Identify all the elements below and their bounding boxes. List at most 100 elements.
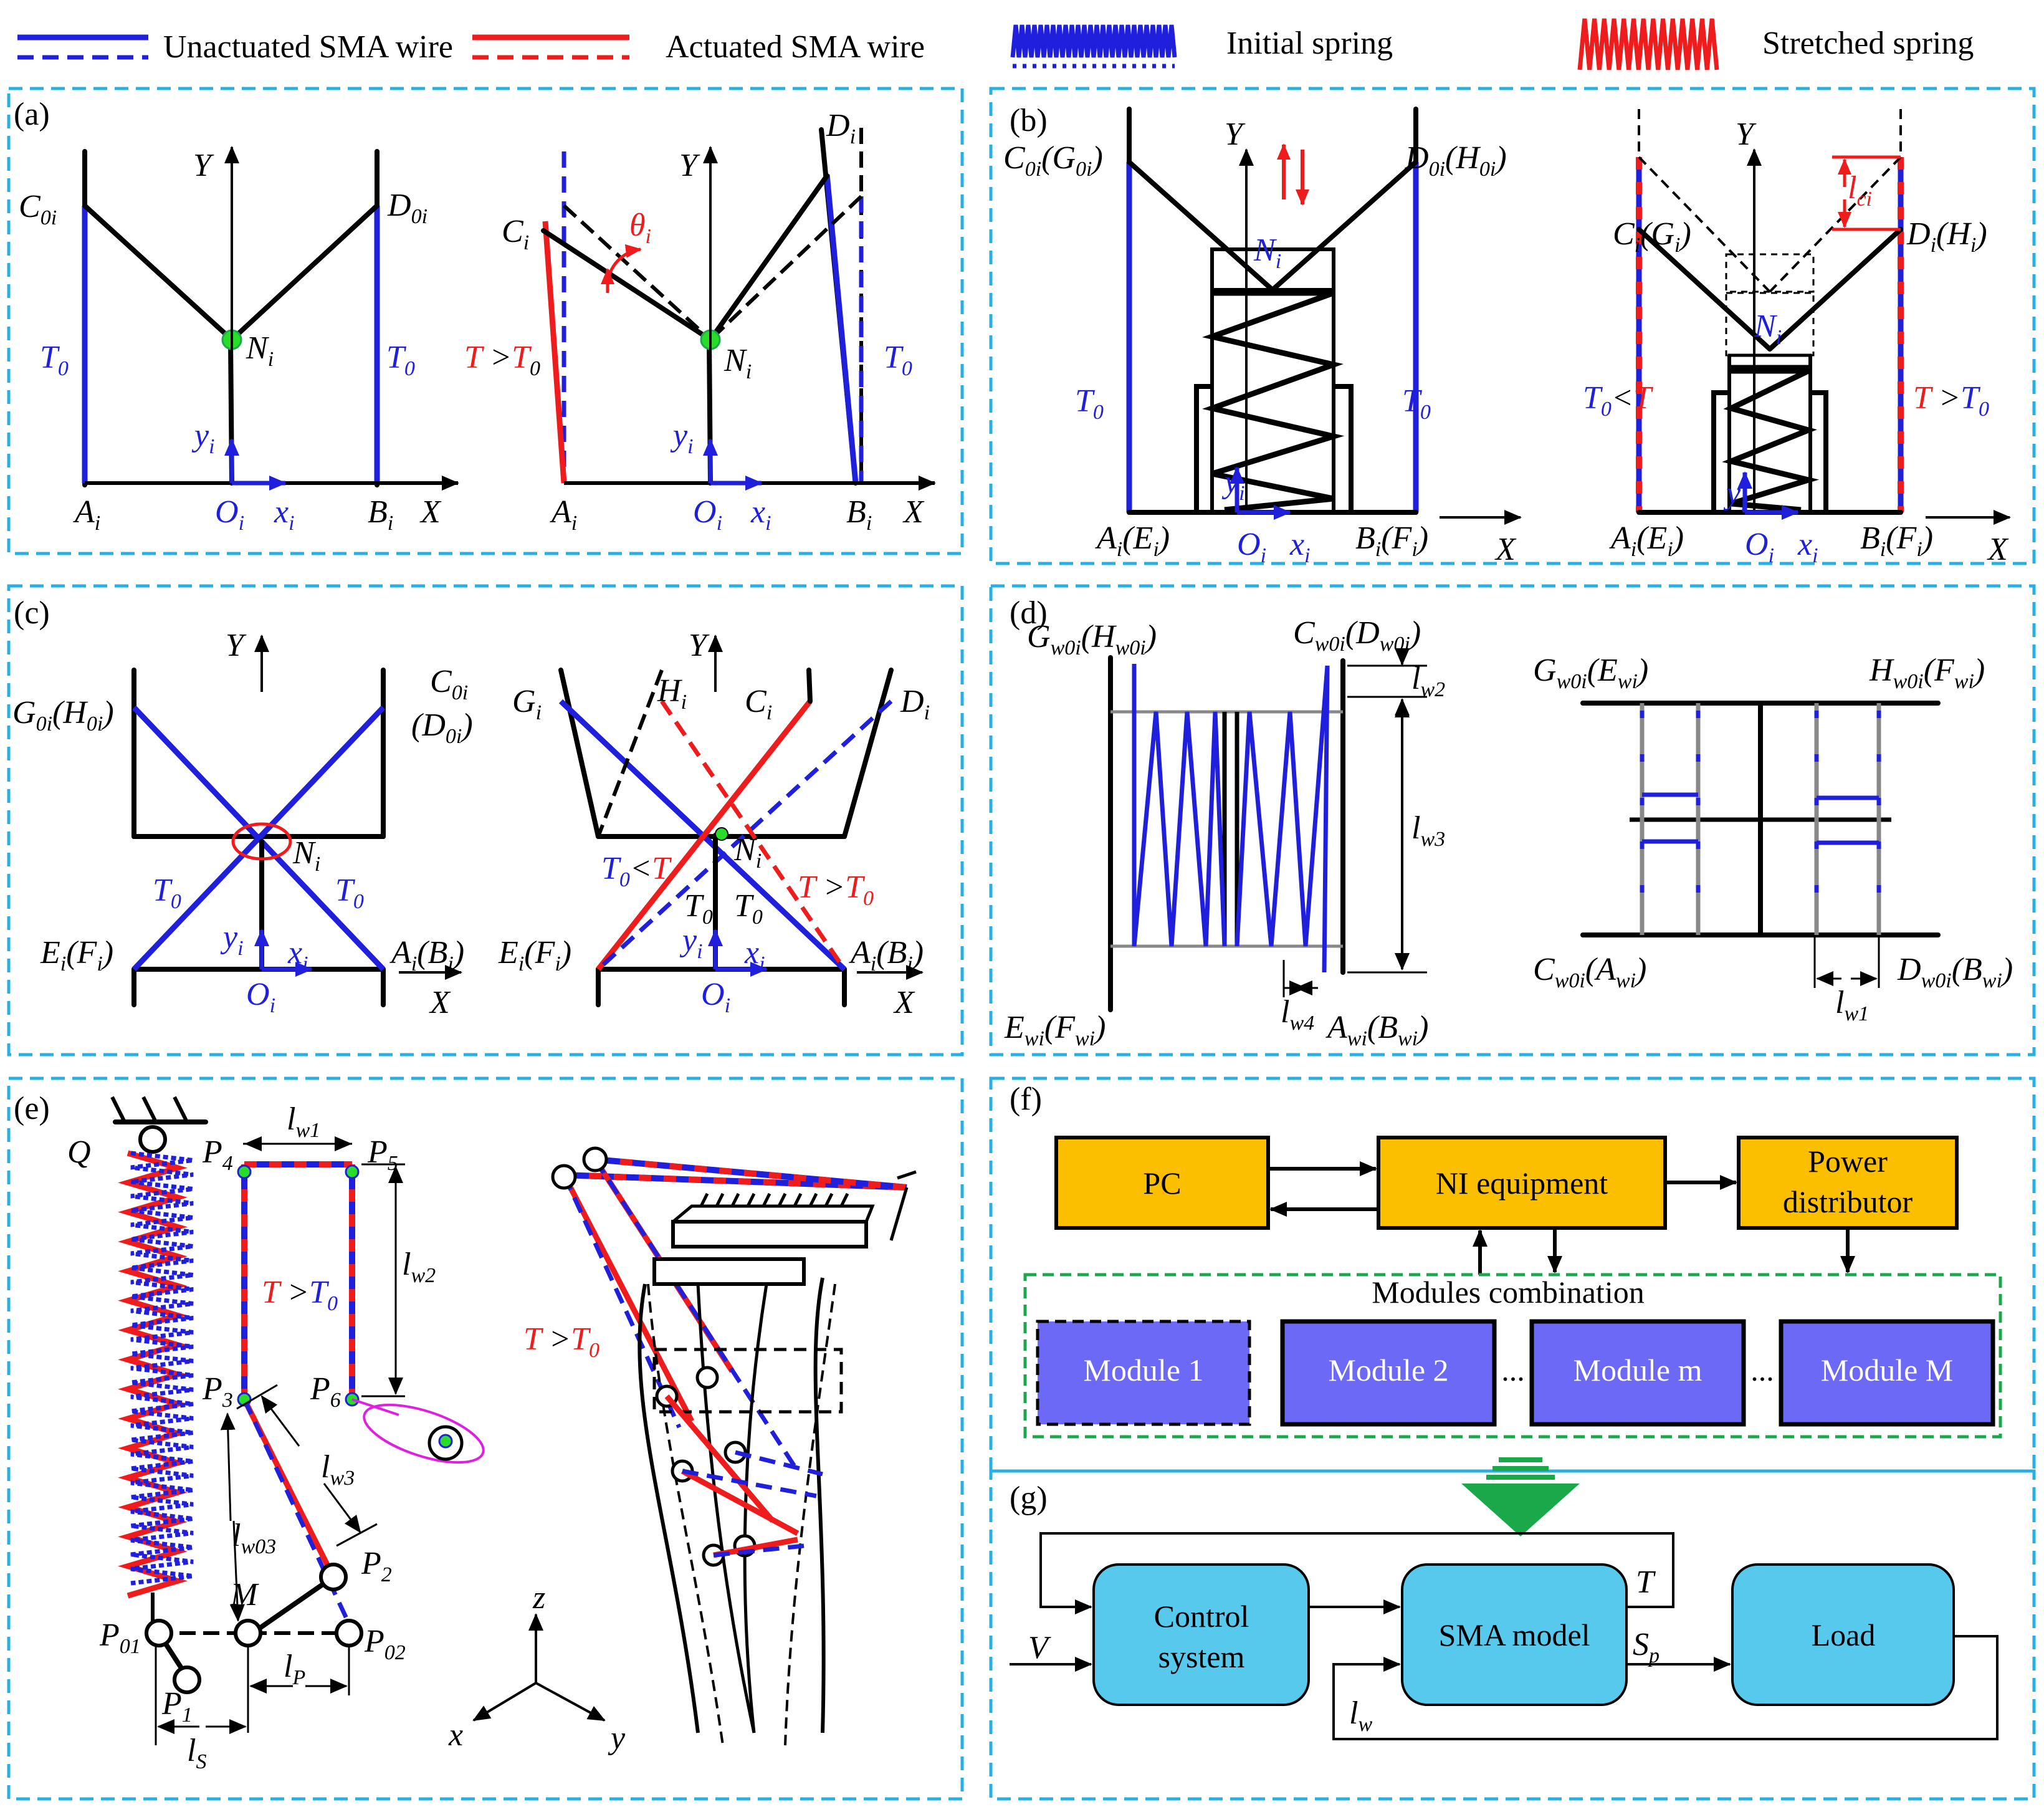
panel-c-label: (c) [14, 595, 50, 631]
svg-text:Ai: Ai [550, 494, 577, 535]
svg-text:P02: P02 [364, 1624, 406, 1664]
module-1-label: Module 1 [1083, 1353, 1203, 1388]
panel-g-control-loop: Control system SMA model Load V T Sp lw [1010, 1532, 1999, 1740]
svg-text:Q: Q [67, 1134, 91, 1170]
panel-b-frame [989, 87, 2036, 565]
svg-text:lw2: lw2 [402, 1247, 436, 1287]
panel-b-label: (b) [1010, 103, 1048, 138]
svg-text:Oi: Oi [701, 977, 730, 1017]
pc-box [1054, 1136, 1270, 1230]
svg-text:X: X [419, 494, 442, 530]
svg-text:xi: xi [744, 935, 765, 975]
svg-text:Y: Y [689, 628, 710, 663]
svg-text:Di(Hi): Di(Hi) [1906, 216, 1987, 257]
panel-f-flowchart: PC NI equipment Power distributor Module… [1023, 1136, 2002, 1439]
panel-d-label: (d) [1010, 595, 1048, 631]
panel-g-label: (g) [1010, 1480, 1048, 1516]
svg-text:Ci(Gi): Ci(Gi) [1613, 216, 1691, 257]
svg-text:lw2: lw2 [1411, 661, 1445, 701]
svg-text:D0i(H0i): D0i(H0i) [1405, 140, 1507, 181]
sma-model-label: SMA model [1438, 1618, 1590, 1652]
svg-text:yi: yi [670, 418, 694, 458]
feedback-t-label: T [1636, 1565, 1656, 1600]
svg-text:T >T0: T >T0 [798, 870, 874, 910]
svg-text:Cw0i(Dw0i): Cw0i(Dw0i) [1293, 615, 1421, 656]
svg-text:X: X [902, 494, 925, 530]
svg-text:lw4: lw4 [1281, 994, 1314, 1035]
panel-f-label: (f) [1010, 1081, 1042, 1117]
modules-combination-frame [1023, 1273, 2002, 1439]
module-M-box [1779, 1319, 1995, 1427]
svg-text:lP: lP [284, 1649, 305, 1689]
svg-text:Ai(Ei): Ai(Ei) [1095, 520, 1170, 561]
svg-text:Cw0i(Awi): Cw0i(Awi) [1533, 952, 1646, 992]
lw-label: lw [1349, 1695, 1372, 1736]
control-system-box [1092, 1563, 1310, 1706]
control-system-label-2: system [1158, 1639, 1245, 1674]
svg-text:lw1: lw1 [1835, 985, 1869, 1025]
svg-text:P4: P4 [202, 1134, 233, 1175]
svg-text:T >T0: T >T0 [523, 1321, 599, 1362]
svg-text:T >T0: T >T0 [262, 1275, 338, 1315]
svg-text:Ewi(Fwi): Ewi(Fwi) [1004, 1010, 1106, 1050]
modules-combination-title: Modules combination [1372, 1275, 1644, 1310]
svg-text:xi: xi [750, 494, 771, 535]
svg-text:lS: lS [187, 1733, 206, 1773]
svg-text:xi: xi [1289, 527, 1311, 567]
module-1-box [1036, 1320, 1251, 1426]
svg-text:xi: xi [274, 494, 295, 535]
panel-a-diagram: C0i D0i Y Ni T0 T0 yi Ai Oi xi Bi X Ci D… [19, 108, 936, 535]
svg-text:T0: T0 [884, 340, 912, 380]
panel-e-frame [7, 1076, 964, 1801]
svg-text:Bi(Fi): Bi(Fi) [1860, 520, 1933, 561]
svg-text:T0: T0 [1075, 383, 1104, 424]
svg-text:yi: yi [1221, 464, 1245, 505]
sma-model-box [1401, 1563, 1628, 1706]
svg-text:Ci: Ci [745, 684, 772, 724]
svg-text:Gw0i(Ewi): Gw0i(Ewi) [1533, 653, 1648, 693]
module-m-label: Module m [1574, 1353, 1703, 1388]
panel-e-diagram: Q P4 P5 lw1 lw2 T >T0 P3 P6 lw3 lw03 P2 … [67, 1096, 917, 1773]
panel-c-frame [7, 584, 964, 1057]
svg-text:Ni: Ni [1754, 309, 1782, 349]
svg-text:Awi(Bwi): Awi(Bwi) [1325, 1010, 1428, 1050]
svg-text:Oi: Oi [693, 494, 722, 535]
svg-text:C0i: C0i [19, 189, 57, 229]
green-down-arrow-icon [1461, 1457, 1580, 1536]
module-m-box [1529, 1319, 1746, 1427]
svg-text:lw03: lw03 [232, 1518, 276, 1558]
svg-text:Bi: Bi [368, 494, 393, 535]
svg-text:Y: Y [226, 628, 247, 663]
svg-text:Gw0i(Hw0i): Gw0i(Hw0i) [1027, 619, 1157, 659]
panel-b-diagram: C0i(G0i) D0i(H0i) Y Ni T0 T0 yi Ai(Ei) O… [1003, 107, 2011, 567]
svg-text:P3: P3 [202, 1371, 233, 1412]
ellipsis-2: ... [1750, 1353, 1774, 1388]
svg-text:Hw0i(Fwi): Hw0i(Fwi) [1869, 653, 1985, 693]
svg-text:yi: yi [679, 923, 703, 963]
power-distributor-label-2: distributor [1783, 1184, 1913, 1219]
panel-d-frame [989, 584, 2036, 1057]
pc-label: PC [1143, 1166, 1181, 1201]
panel-a-frame [7, 87, 964, 555]
svg-text:D0i: D0i [387, 188, 427, 228]
svg-text:Y: Y [679, 148, 700, 183]
svg-text:P01: P01 [99, 1618, 141, 1658]
svg-text:Bi(Fi): Bi(Fi) [1355, 520, 1428, 561]
svg-text:Oi: Oi [1745, 527, 1774, 567]
power-distributor-label-1: Power [1808, 1144, 1888, 1179]
svg-text:T0: T0 [734, 888, 763, 929]
svg-text:lw3: lw3 [1411, 810, 1445, 851]
svg-text:Ai: Ai [73, 494, 100, 535]
svg-text:T >T0: T >T0 [464, 340, 540, 380]
svg-text:Hi: Hi [657, 673, 687, 714]
svg-text:T0<T: T0<T [601, 851, 672, 891]
svg-text:X: X [1494, 532, 1517, 567]
panel-a-label: (a) [14, 97, 50, 132]
legend-initial-spring-icon [1010, 24, 1177, 69]
input-v-label: V [1028, 1630, 1051, 1666]
svg-text:T0: T0 [40, 340, 69, 380]
svg-text:x: x [448, 1717, 463, 1753]
module-2-label: Module 2 [1328, 1353, 1448, 1388]
load-box [1731, 1563, 1955, 1706]
